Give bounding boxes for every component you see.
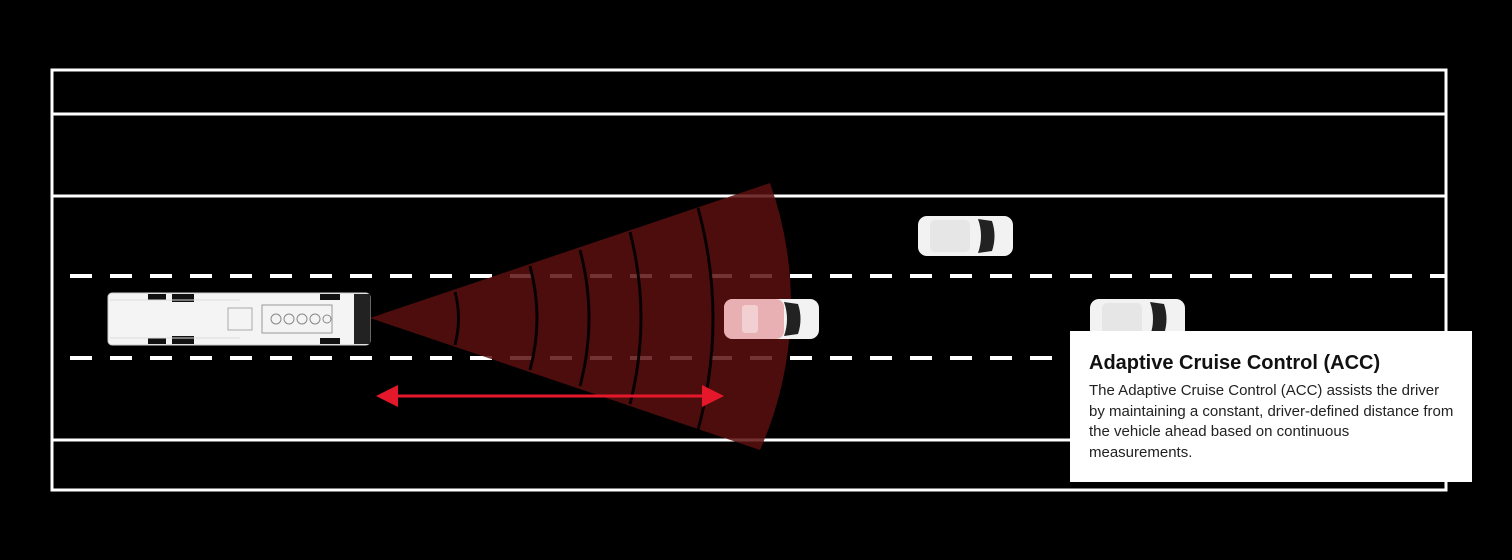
car-top-view-icon-ahead bbox=[1090, 299, 1185, 339]
bus-top-view-icon bbox=[107, 292, 371, 346]
road-outer-border bbox=[50, 68, 1448, 492]
lead-vehicle-car-icon bbox=[724, 299, 819, 339]
info-description: The Adaptive Cruise Control (ACC) assist… bbox=[1089, 382, 1454, 461]
distance-arrow bbox=[376, 385, 724, 407]
car-top-view-icon-upper bbox=[918, 216, 1013, 256]
info-title: Adaptive Cruise Control (ACC) bbox=[1089, 352, 1381, 374]
info-panel: Adaptive Cruise Control (ACC) The Adapti… bbox=[1070, 331, 1472, 482]
